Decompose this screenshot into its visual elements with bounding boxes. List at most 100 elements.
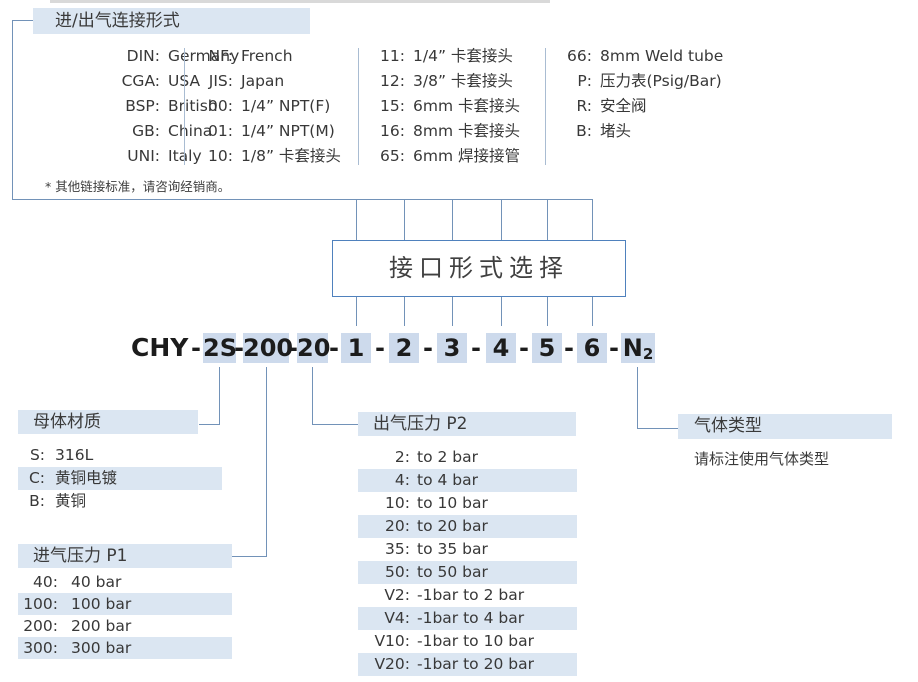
option-code: V10: [374, 632, 410, 650]
option-code: 00: [208, 97, 233, 115]
option-label: 100 bar [71, 595, 132, 613]
option-code: 65: [380, 147, 405, 165]
material-section-header: 母体材质 [18, 410, 198, 434]
option-label: British [168, 97, 218, 115]
connector-line-material [199, 424, 220, 425]
material-section-title: 母体材质 [33, 412, 101, 432]
option-label: French [241, 47, 293, 65]
table-row: 10: 1/8” 卡套接头 [200, 144, 341, 169]
connector-line [404, 297, 405, 326]
option-code: JIS: [208, 72, 233, 90]
code-segment-port-2: 2 [389, 333, 419, 363]
option-label: 黄铜电镀 [55, 469, 118, 487]
table-row: 15:6mm 卡套接头 [378, 94, 520, 119]
option-code: 11: [380, 47, 405, 65]
bracket-horizontal-line [12, 199, 592, 200]
connector-line [501, 297, 502, 326]
option-code: 35: [385, 540, 410, 558]
p1-option-list: 40:40 bar 100:100 bar 200:200 bar 300:30… [18, 571, 232, 659]
connector-line [547, 297, 548, 326]
list-item: 100:100 bar [18, 593, 232, 615]
gas-symbol-subscript: 2 [642, 345, 654, 363]
option-label: to 4 bar [417, 471, 478, 489]
code-dash: - [234, 334, 244, 362]
option-label: 3/8” 卡套接头 [413, 72, 513, 90]
code-dash: - [191, 334, 201, 362]
code-dash: - [609, 334, 619, 362]
option-code: B: [29, 492, 45, 510]
option-label: to 50 bar [417, 563, 488, 581]
bracket-vertical-line [12, 20, 13, 199]
option-code: P: [577, 72, 592, 90]
option-label: to 2 bar [417, 448, 478, 466]
list-item: V4:-1bar to 4 bar [358, 607, 577, 630]
table-row: 16: 8mm 卡套接头 [378, 119, 520, 144]
connector-line [592, 199, 593, 240]
option-label: to 10 bar [417, 494, 488, 512]
connection-column-fittings: 11: 1/4” 卡套接头 12:3/8” 卡套接头 15:6mm 卡套接头 16… [378, 44, 520, 169]
option-label: 堵头 [600, 122, 632, 140]
option-label: 安全阀 [600, 97, 647, 115]
material-option-list: S:316L C:黄铜电镀 B:黄铜 [18, 444, 222, 513]
connector-line-gas [637, 367, 638, 428]
connector-line-p2 [312, 367, 313, 424]
option-code: DIN: [126, 47, 160, 65]
column-divider [184, 48, 185, 165]
option-label: 6mm 卡套接头 [413, 97, 520, 115]
table-row: B: 堵头 [560, 119, 723, 144]
table-row: 12:3/8” 卡套接头 [378, 69, 520, 94]
option-label: -1bar to 2 bar [417, 586, 525, 604]
option-label: 压力表(Psig/Bar) [600, 72, 722, 90]
option-label: 1/4” 卡套接头 [413, 47, 513, 65]
list-item: 50: to 50 bar [358, 561, 577, 584]
option-code: V2: [384, 586, 410, 604]
option-code: B: [576, 122, 592, 140]
option-label: 8mm Weld tube [600, 47, 724, 65]
code-segment-port-1: 1 [341, 333, 371, 363]
table-row: 66: 8mm Weld tube [560, 44, 723, 69]
p2-section-header: 出气压力 P2 [358, 412, 576, 436]
list-item: 40:40 bar [18, 571, 232, 593]
code-segment-port-5: 5 [532, 333, 562, 363]
option-label: 40 bar [71, 573, 122, 591]
gas-symbol: N [622, 334, 643, 362]
option-code: 10: [208, 147, 233, 165]
connector-line-p2 [312, 424, 358, 425]
connector-line [404, 199, 405, 240]
list-item: 4:to 4 bar [358, 469, 577, 492]
option-code: 20: [385, 517, 410, 535]
option-code: C: [28, 469, 45, 487]
option-code: UNI: [127, 147, 160, 165]
code-dash: - [471, 334, 481, 362]
gas-section-header: 气体类型 [678, 414, 892, 439]
option-code: 66: [567, 47, 592, 65]
option-code: 300: [23, 639, 58, 657]
option-label: 1/8” 卡套接头 [241, 147, 341, 165]
code-segment-port-4: 4 [486, 333, 516, 363]
p1-section-header: 进气压力 P1 [18, 544, 232, 568]
option-code: 16: [380, 122, 405, 140]
column-divider [358, 48, 359, 165]
option-code: V20: [374, 655, 410, 673]
bracket-tick-line [12, 20, 33, 21]
code-segment-material: 2S [203, 333, 237, 363]
table-row: BSP:British [88, 94, 239, 119]
p2-option-list: 2:to 2 bar 4:to 4 bar 10:to 10 bar 20:to… [358, 446, 577, 676]
code-segment-port-3: 3 [437, 333, 467, 363]
table-row: DIN:Germany [88, 44, 240, 69]
list-item: 20:to 20 bar [358, 515, 577, 538]
code-segment-port-6: 6 [577, 333, 607, 363]
table-row: P: 压力表(Psig/Bar) [560, 69, 723, 94]
option-label: to 35 bar [417, 540, 488, 558]
list-item: S:316L [18, 444, 222, 467]
connector-line-p1 [232, 556, 267, 557]
connector-line-gas [637, 428, 678, 429]
option-label: 200 bar [71, 617, 132, 635]
table-row: 65: 6mm 焊接接管 [378, 144, 520, 169]
option-code: CGA: [121, 72, 160, 90]
option-label: 8mm 卡套接头 [413, 122, 520, 140]
option-label: 6mm 焊接接管 [413, 147, 520, 165]
option-code: 50: [385, 563, 410, 581]
list-item: 10:to 10 bar [358, 492, 577, 515]
